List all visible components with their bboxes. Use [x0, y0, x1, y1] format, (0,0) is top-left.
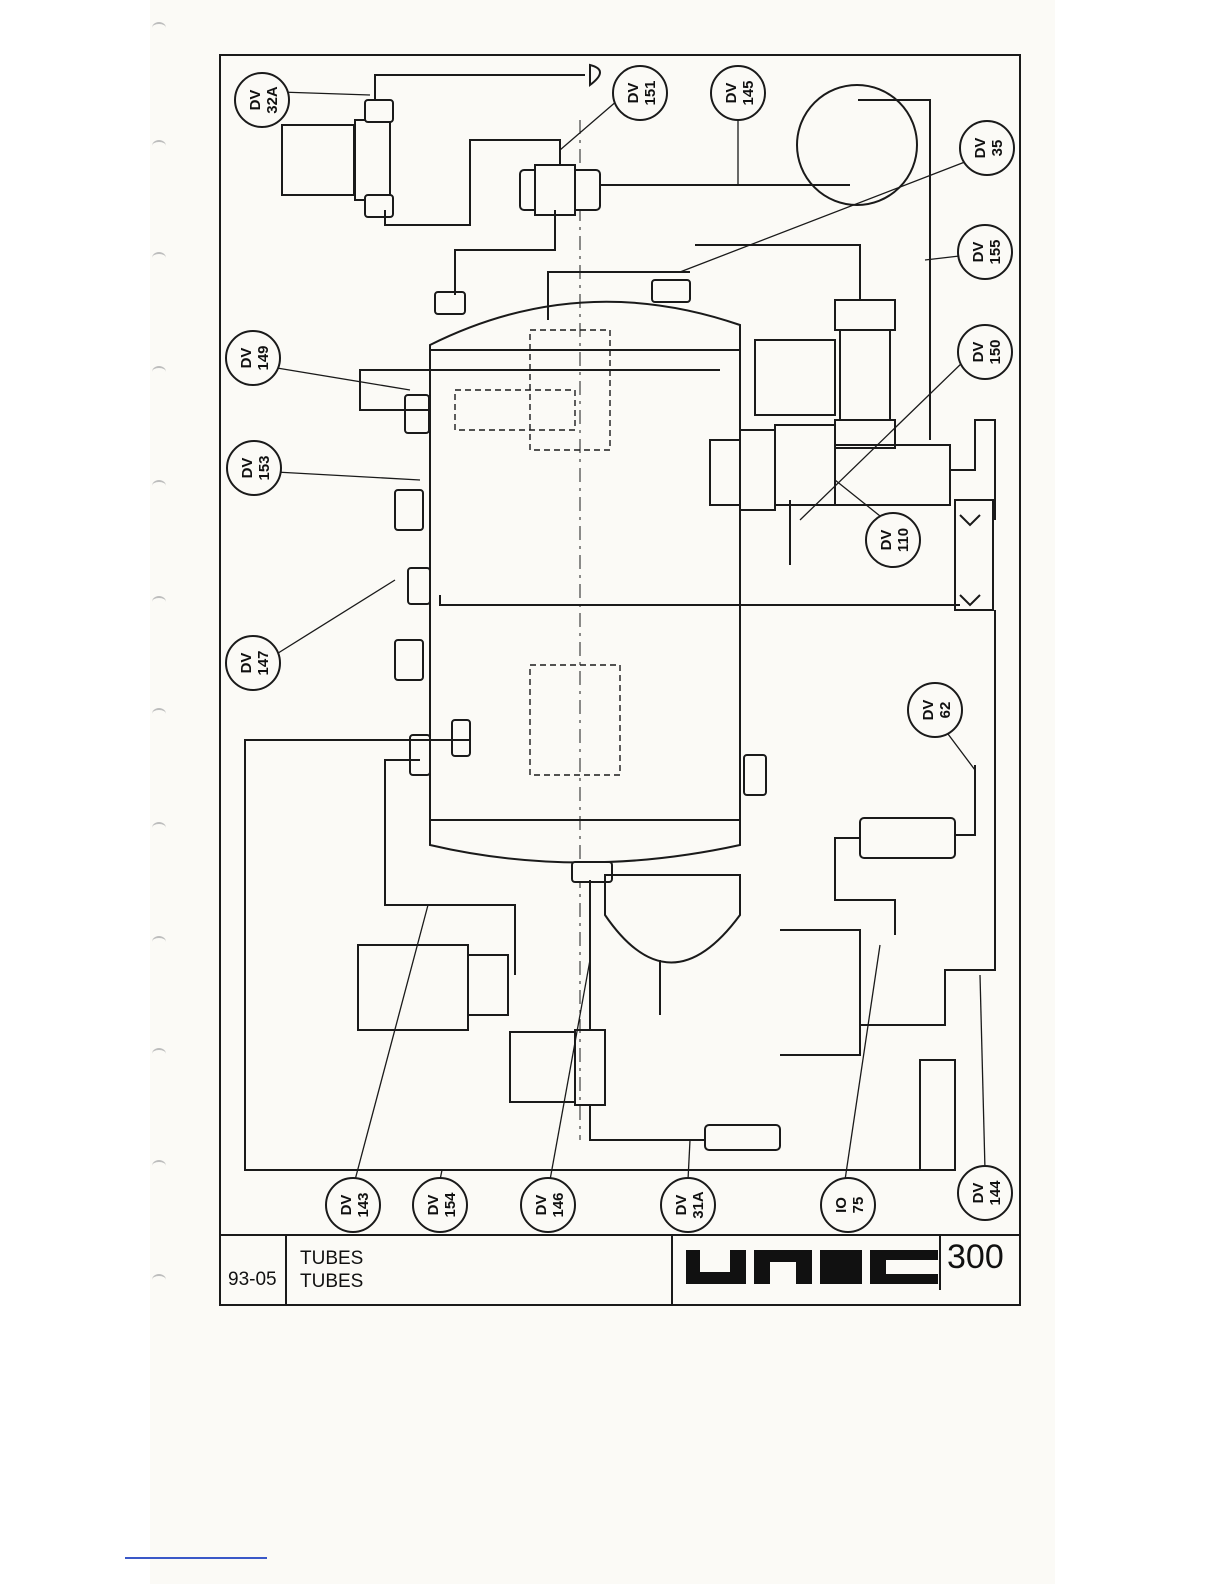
- callout-dv144-line2: 144: [987, 1180, 1004, 1206]
- callout-dv35: DV 35: [960, 121, 1014, 175]
- component-146: [510, 880, 780, 1150]
- callout-dv155-line1: DV: [970, 242, 987, 263]
- callout-dv149-line2: 149: [255, 345, 272, 370]
- callout-dv32a: DV 32A: [235, 73, 289, 127]
- callout-dv150-line2: 150: [987, 339, 1004, 364]
- callout-dv147: DV 147: [226, 636, 280, 690]
- callout-dv62-line1: DV: [920, 700, 937, 721]
- callout-dv32a-line2: 32A: [264, 86, 281, 114]
- callout-dv146-line2: 146: [550, 1192, 567, 1217]
- callout-dv145: DV 145: [711, 66, 765, 120]
- title-line-2: TUBES: [300, 1271, 363, 1292]
- callout-dv154-line2: 154: [442, 1192, 459, 1218]
- bottom-rule: [125, 1557, 267, 1559]
- callout-dv154: DV 154: [413, 1178, 467, 1232]
- callout-dv144: DV 144: [958, 1166, 1012, 1220]
- callout-dv31a: DV 31A: [661, 1178, 715, 1232]
- callout-io75-line2: 75: [850, 1197, 867, 1214]
- callout-dv110-line2: 110: [895, 528, 912, 552]
- callout-dv110-line1: DV: [878, 530, 895, 551]
- callout-dv147-line2: 147: [255, 650, 272, 675]
- model-number: 300: [947, 1238, 1004, 1276]
- callout-dv144-line1: DV: [970, 1183, 987, 1204]
- callout-dv151-line2: 151: [642, 80, 659, 105]
- callout-dv151-line1: DV: [625, 83, 642, 104]
- callout-dv153-line2: 153: [256, 455, 273, 480]
- callout-io75-line1: IO: [833, 1197, 850, 1213]
- callout-dv143: DV 143: [326, 1178, 380, 1232]
- lower-right-components: [780, 610, 995, 1170]
- callout-dv151: DV 151: [613, 66, 667, 120]
- callout-dv31a-line2: 31A: [690, 1191, 707, 1219]
- callout-dv32a-line1: DV: [247, 90, 264, 111]
- callout-dv35-line2: 35: [989, 140, 1006, 157]
- callout-dv110: DV 110: [866, 513, 920, 567]
- callouts: DV 32A DV 151 DV 145 DV 35: [226, 66, 1014, 1232]
- title-line-1: TUBES: [300, 1248, 363, 1269]
- callout-io75: IO 75: [821, 1178, 875, 1232]
- callout-dv153-line1: DV: [239, 458, 256, 479]
- sheet-code: 93-05: [228, 1269, 277, 1290]
- callout-dv150: DV 150: [958, 325, 1012, 379]
- callout-dv62: DV 62: [908, 683, 962, 737]
- unic-logo: [686, 1250, 938, 1284]
- callout-dv147-line1: DV: [238, 653, 255, 674]
- callout-dv155-line2: 155: [987, 239, 1004, 264]
- callout-dv145-line1: DV: [723, 83, 740, 104]
- callout-dv154-line1: DV: [425, 1195, 442, 1216]
- callout-dv143-line1: DV: [338, 1195, 355, 1216]
- filter-bowl: [605, 875, 740, 1015]
- callout-dv31a-line1: DV: [673, 1195, 690, 1216]
- callout-dv146: DV 146: [521, 1178, 575, 1232]
- callout-dv150-line1: DV: [970, 342, 987, 363]
- callout-dv149: DV 149: [226, 331, 280, 385]
- valve-151: [455, 165, 850, 295]
- callout-dv155: DV 155: [958, 225, 1012, 279]
- callout-dv146-line1: DV: [533, 1195, 550, 1216]
- callout-dv145-line2: 145: [740, 80, 757, 105]
- callout-dv143-line2: 143: [355, 1192, 372, 1217]
- callout-dv62-line2: 62: [937, 702, 954, 719]
- leader-lines: [275, 92, 985, 1180]
- callout-dv149-line1: DV: [238, 348, 255, 369]
- callout-dv35-line1: DV: [972, 138, 989, 159]
- callout-dv153: DV 153: [227, 441, 281, 495]
